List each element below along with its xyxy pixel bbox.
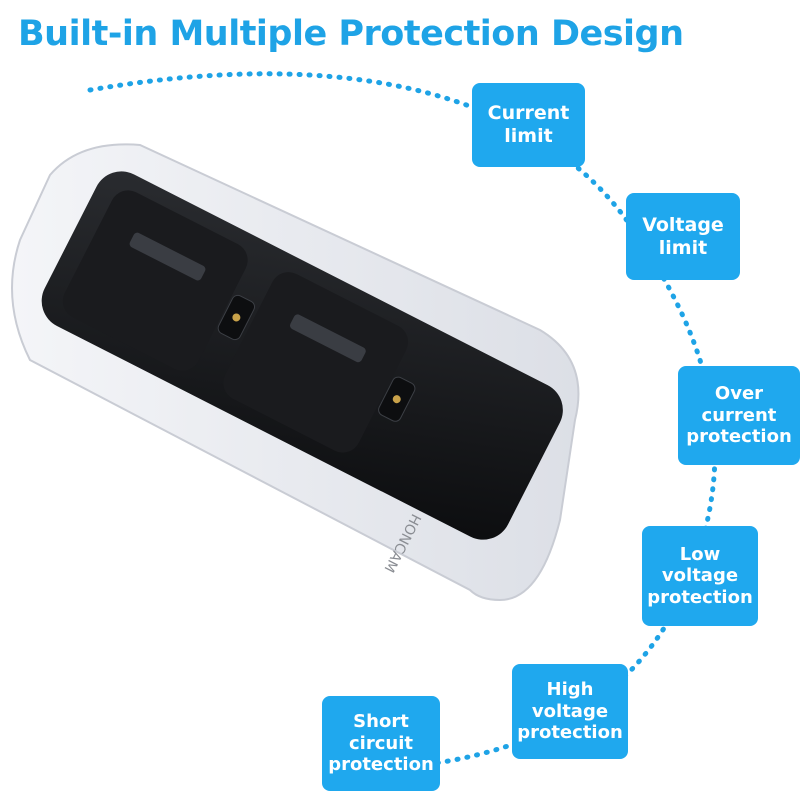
feature-tag-over-current-protection: Over current protection (678, 366, 800, 465)
feature-tag-short-circuit-protection: Short circuit protection (322, 696, 440, 791)
feature-tag-low-voltage-protection: Low voltage protection (642, 526, 758, 626)
page-title: Built-in Multiple Protection Design (18, 14, 684, 54)
feature-tag-high-voltage-protection: High voltage protection (512, 664, 628, 759)
feature-tag-voltage-limit: Voltage limit (626, 193, 740, 280)
feature-tag-current-limit: Current limit (472, 83, 585, 167)
